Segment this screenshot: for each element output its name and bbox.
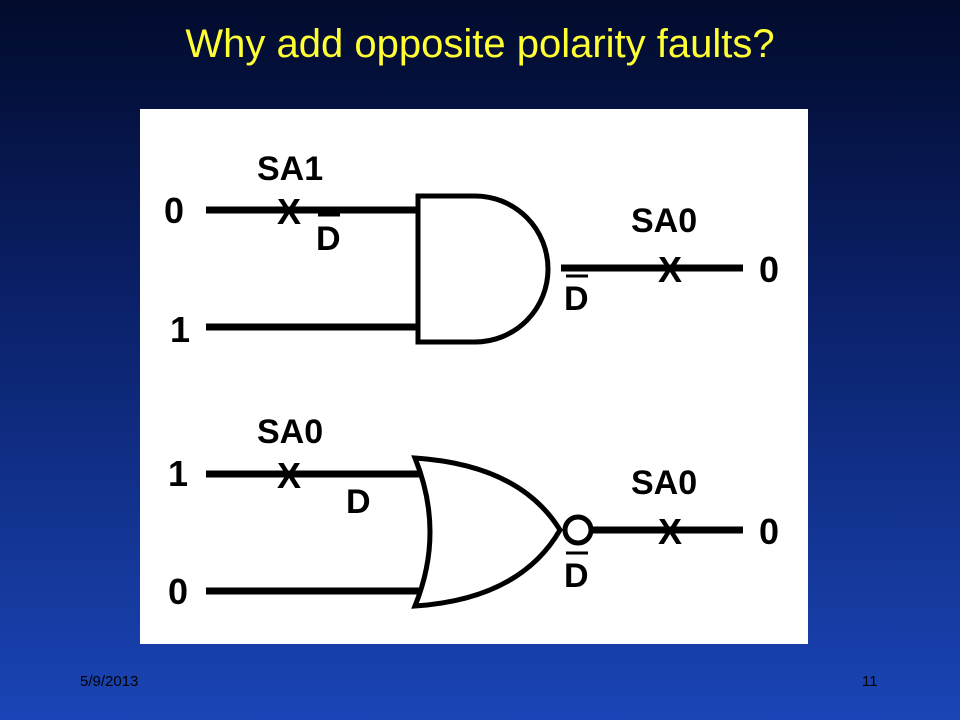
slide-title: Why add opposite polarity faults?: [185, 22, 775, 66]
nor-input-b-value: 0: [168, 571, 188, 612]
nor-output-fault-label: SA0: [631, 464, 697, 502]
nor-input-a-value: 1: [168, 453, 188, 494]
nor-gate: [411, 455, 563, 609]
nor-input-fault-marker: X: [277, 455, 301, 496]
nor-output-effect-label: D: [564, 557, 589, 595]
and-circuit: 0 1 SA1 X D SA0 X 0 D: [164, 150, 779, 350]
nor-circuit: 1 0 SA0 X D SA0 X 0 D: [168, 413, 779, 612]
nor-inversion-bubble: [562, 514, 594, 546]
and-gate: [415, 193, 551, 345]
nor-output-fault-marker: X: [658, 511, 682, 552]
and-input-fault-marker: X: [277, 191, 301, 232]
and-input-effect-label: D: [316, 220, 341, 258]
and-output-value: 0: [759, 249, 779, 290]
nor-output-value: 0: [759, 511, 779, 552]
circuit-figure: 0 1 SA1 X D SA0 X 0 D 1 0 SA0 X D SA0 X: [140, 109, 808, 644]
and-output-fault-marker: X: [658, 249, 682, 290]
footer-date: 5/9/2013: [80, 673, 139, 690]
and-input-b-value: 1: [170, 309, 190, 350]
and-output-effect-label: D: [564, 280, 589, 318]
and-input-fault-label: SA1: [257, 150, 323, 188]
nor-input-effect-label: D: [346, 483, 371, 521]
and-output-fault-label: SA0: [631, 202, 697, 240]
and-input-a-value: 0: [164, 190, 184, 231]
page-number: 11: [862, 673, 878, 690]
circuit-diagram: 0 1 SA1 X D SA0 X 0 D 1 0 SA0 X D SA0 X: [164, 150, 779, 612]
nor-input-fault-label: SA0: [257, 413, 323, 451]
